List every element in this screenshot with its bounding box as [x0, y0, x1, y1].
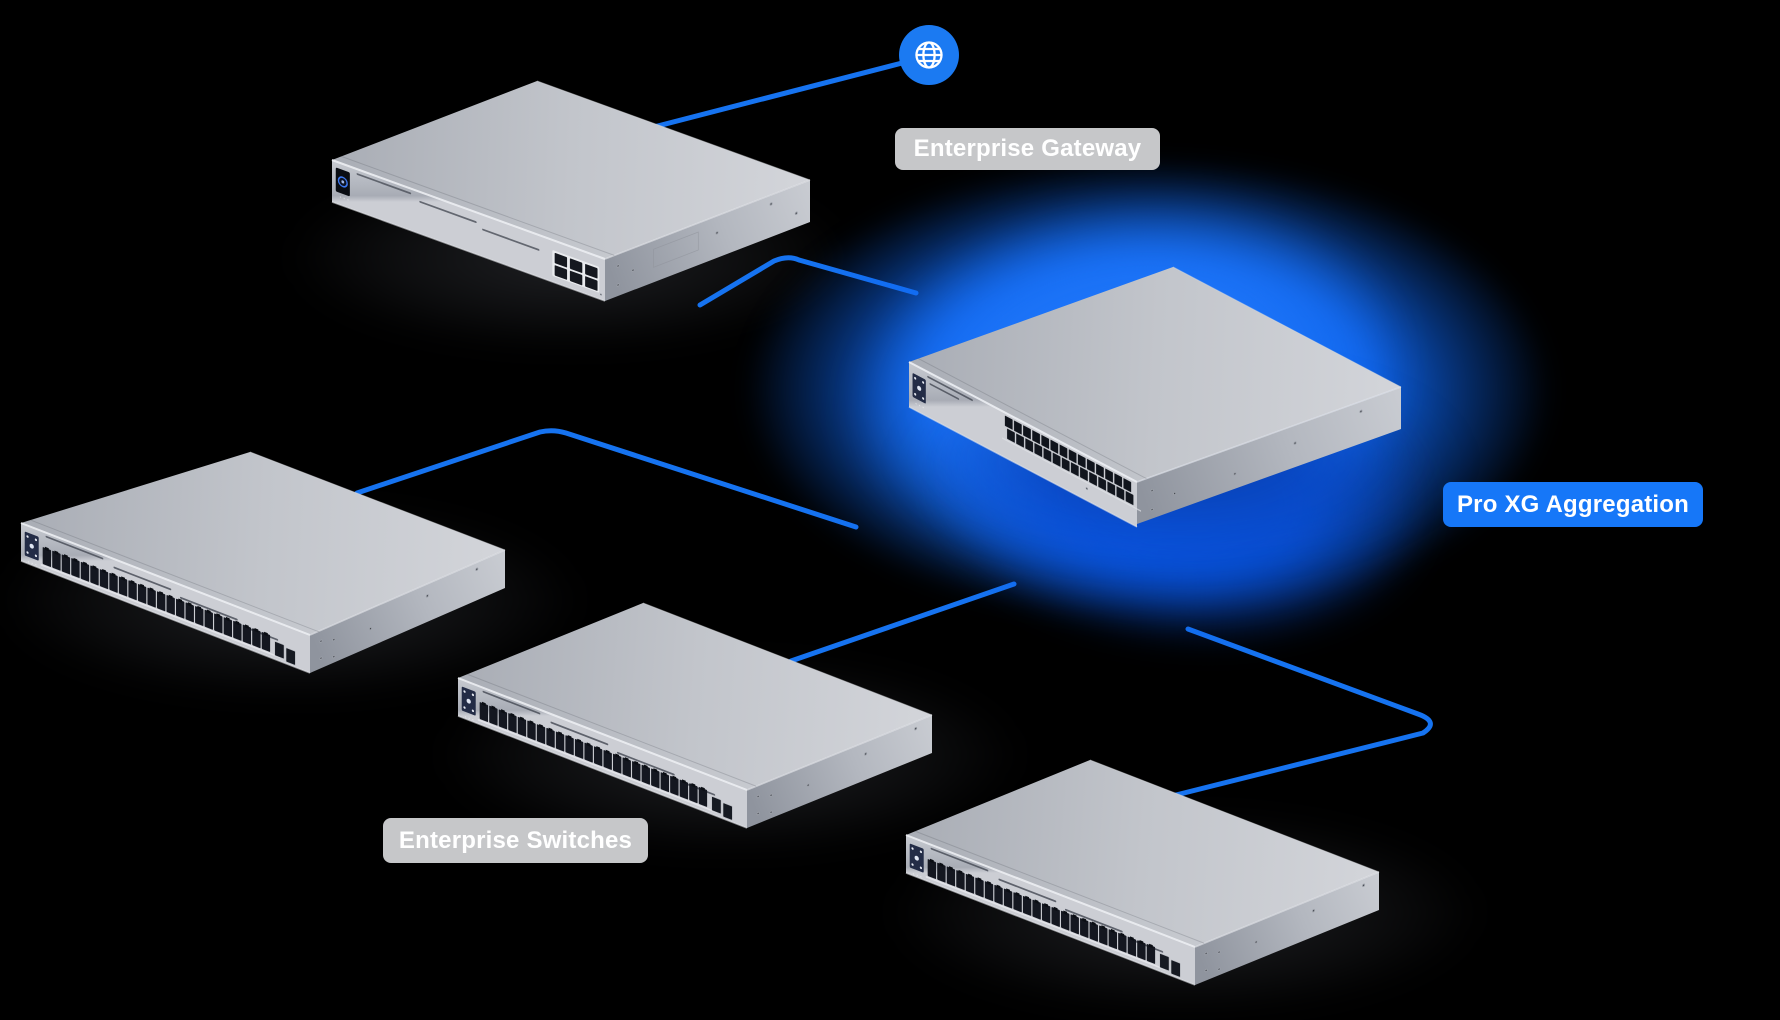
device-shadow	[880, 350, 1480, 570]
globe-icon	[899, 25, 959, 85]
label-pro-xg-aggregation-text: Pro XG Aggregation	[1456, 490, 1690, 518]
connection-gateway-internet	[643, 59, 909, 132]
label-enterprise-switches: Enterprise Switches	[383, 818, 648, 863]
device-shadow	[0, 495, 600, 705]
device-shadow	[870, 805, 1500, 1020]
label-enterprise-gateway: Enterprise Gateway	[895, 128, 1160, 170]
label-pro-xg-aggregation: Pro XG Aggregation	[1443, 482, 1703, 527]
label-enterprise-switches-text: Enterprise Switches	[398, 826, 633, 854]
label-enterprise-gateway-text: Enterprise Gateway	[913, 135, 1142, 162]
